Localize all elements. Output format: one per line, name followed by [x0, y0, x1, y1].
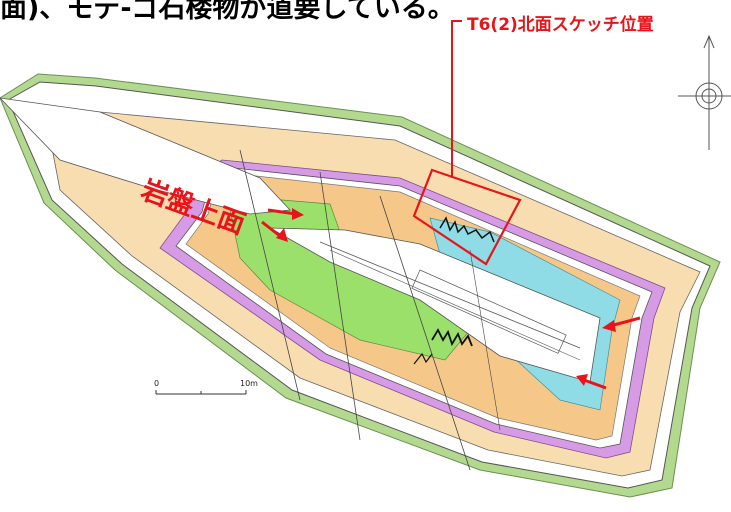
rock-sketch-lower: [431, 328, 473, 347]
rock-sketch-upper: [439, 216, 495, 243]
trench-line-2: [329, 249, 581, 361]
rock-sketch-small: [413, 352, 433, 365]
rock-arrow-3-head: [602, 320, 616, 332]
header-caption: 面)、モデ-ゴ石楼物が道要している。: [0, 0, 455, 24]
scale-end-label: 10m: [240, 379, 258, 388]
sketch-location-label: T6(2)北面スケッチ位置: [467, 15, 654, 35]
section-line-2: [319, 171, 361, 441]
scale-start-label: 0: [154, 379, 159, 388]
rock-arrow-4: [583, 378, 607, 390]
sketch-location-box[interactable]: [412, 168, 522, 266]
section-line-4: [469, 249, 501, 431]
rock-arrow-1: [267, 208, 297, 216]
north-arrow-icon: [678, 34, 731, 150]
trench-centerline: [319, 241, 581, 349]
trench-inner-box: [411, 269, 567, 354]
white-nose: [0, 97, 291, 215]
sketch-leader-line: [451, 20, 462, 178]
rock-arrow-4-head: [576, 374, 588, 386]
scale-bar: 0 10m: [154, 379, 258, 395]
rock-arrow-1-head: [292, 208, 304, 220]
section-line-3: [379, 195, 471, 471]
section-line-1: [239, 149, 301, 401]
rock-arrow-3: [609, 316, 641, 328]
rock-arrow-2: [261, 220, 281, 238]
rock-arrow-2-head: [276, 228, 288, 242]
